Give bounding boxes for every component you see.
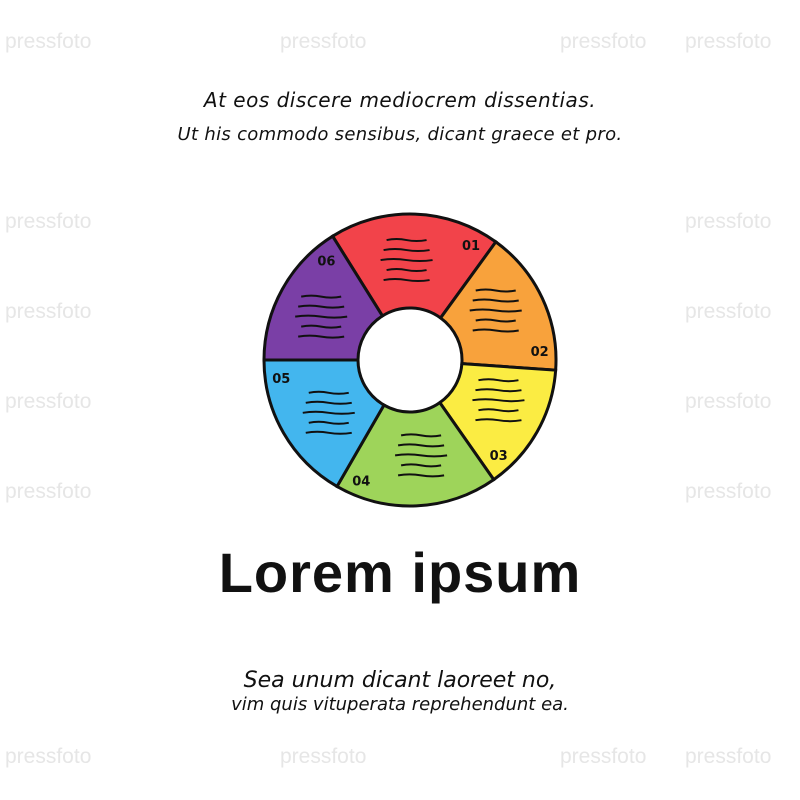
title: Lorem ipsum [218, 541, 582, 604]
scribble-line [305, 400, 352, 405]
segment-label: 04 [352, 475, 370, 490]
scribble-line [383, 248, 430, 253]
segment-label: 01 [462, 239, 480, 254]
scribble-line [469, 308, 522, 313]
scribble-line [394, 453, 448, 458]
header-line-2: Ut his commodo sensibus, dicant graece e… [177, 124, 623, 145]
footer-line-2: vim quis vituperata reprehendunt ea. [231, 694, 569, 715]
footer-line-1: Sea unum dicant laoreet no, [243, 668, 557, 693]
scribble-line [472, 328, 519, 333]
segment-05 [262, 358, 387, 489]
segment-01 [330, 212, 498, 321]
scribble-line [475, 288, 516, 293]
scribble-line [475, 388, 522, 393]
segment-label: 05 [272, 372, 290, 387]
scribble-line [302, 410, 355, 415]
scribble-line [400, 463, 442, 468]
scribble-line [397, 473, 445, 478]
scribble-line [475, 418, 522, 423]
segment-06 [262, 234, 385, 362]
segment-label: 06 [317, 254, 335, 269]
scribble-line [300, 294, 342, 299]
segment-02 [438, 239, 558, 372]
scribble-line [397, 443, 445, 448]
scribble-line [305, 430, 352, 435]
scribble-line [478, 408, 519, 413]
scribble-line [386, 268, 427, 273]
segment-label: 02 [531, 345, 549, 360]
scribble-line [472, 398, 525, 403]
segment-label: 03 [490, 449, 508, 464]
scribble-line [383, 278, 430, 283]
scribble-line [298, 304, 345, 309]
scribble-line [300, 324, 342, 329]
scribble-line [308, 420, 349, 425]
scribble-line [472, 298, 519, 303]
scribble-line [478, 378, 519, 383]
scribble-line [400, 433, 442, 438]
segment-03 [437, 362, 558, 482]
scribble-line [475, 318, 516, 323]
scribble-line [295, 314, 348, 319]
scribble-line [380, 258, 433, 263]
scribble-line [298, 334, 345, 339]
header-line-1: At eos discere mediocrem dissentias. [203, 88, 597, 112]
scribble-line [386, 238, 427, 243]
scribble-line [308, 390, 349, 395]
